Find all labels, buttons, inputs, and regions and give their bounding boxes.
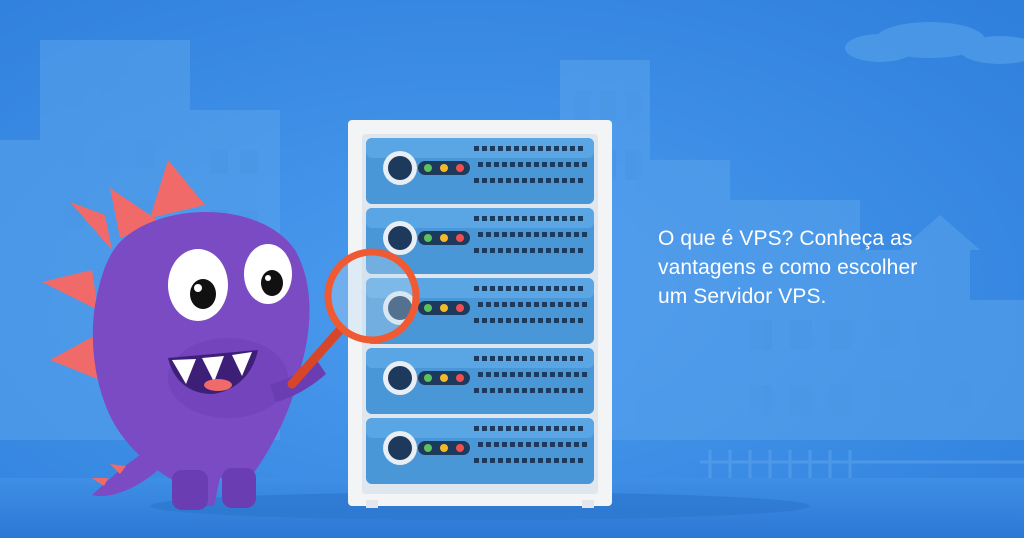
headline-line-2: vantagens e como escolher [658, 256, 918, 279]
server-units [366, 138, 594, 484]
status-led-icon [440, 444, 448, 452]
monster-mascot [42, 160, 326, 510]
status-led-icon [424, 304, 432, 312]
monster-leg-right [222, 468, 256, 508]
status-led-icon [456, 234, 464, 242]
status-led-icon [456, 374, 464, 382]
server-unit [366, 348, 594, 414]
status-led-icon [440, 304, 448, 312]
status-led-icon [456, 164, 464, 172]
status-led-icon [424, 164, 432, 172]
status-led-icon [440, 374, 448, 382]
status-led-icon [424, 234, 432, 242]
server-unit [366, 138, 594, 204]
status-led-icon [440, 234, 448, 242]
magnifying-glass [287, 248, 420, 389]
status-led-icon [456, 444, 464, 452]
headline: O que é VPS? Conheça as vantagens e como… [658, 224, 998, 311]
server-unit [366, 418, 594, 484]
headline-line-1: O que é VPS? Conheça as [658, 227, 913, 250]
server-unit [366, 208, 594, 274]
headline-line-3: um Servidor VPS. [658, 285, 827, 308]
clouds [845, 22, 1024, 64]
server-unit [366, 278, 594, 344]
monster-tail [92, 455, 158, 497]
status-led-icon [424, 374, 432, 382]
fence [700, 450, 1024, 478]
status-led-icon [456, 304, 464, 312]
status-led-icon [440, 164, 448, 172]
monster-leg-left [172, 470, 208, 510]
status-led-icon [424, 444, 432, 452]
